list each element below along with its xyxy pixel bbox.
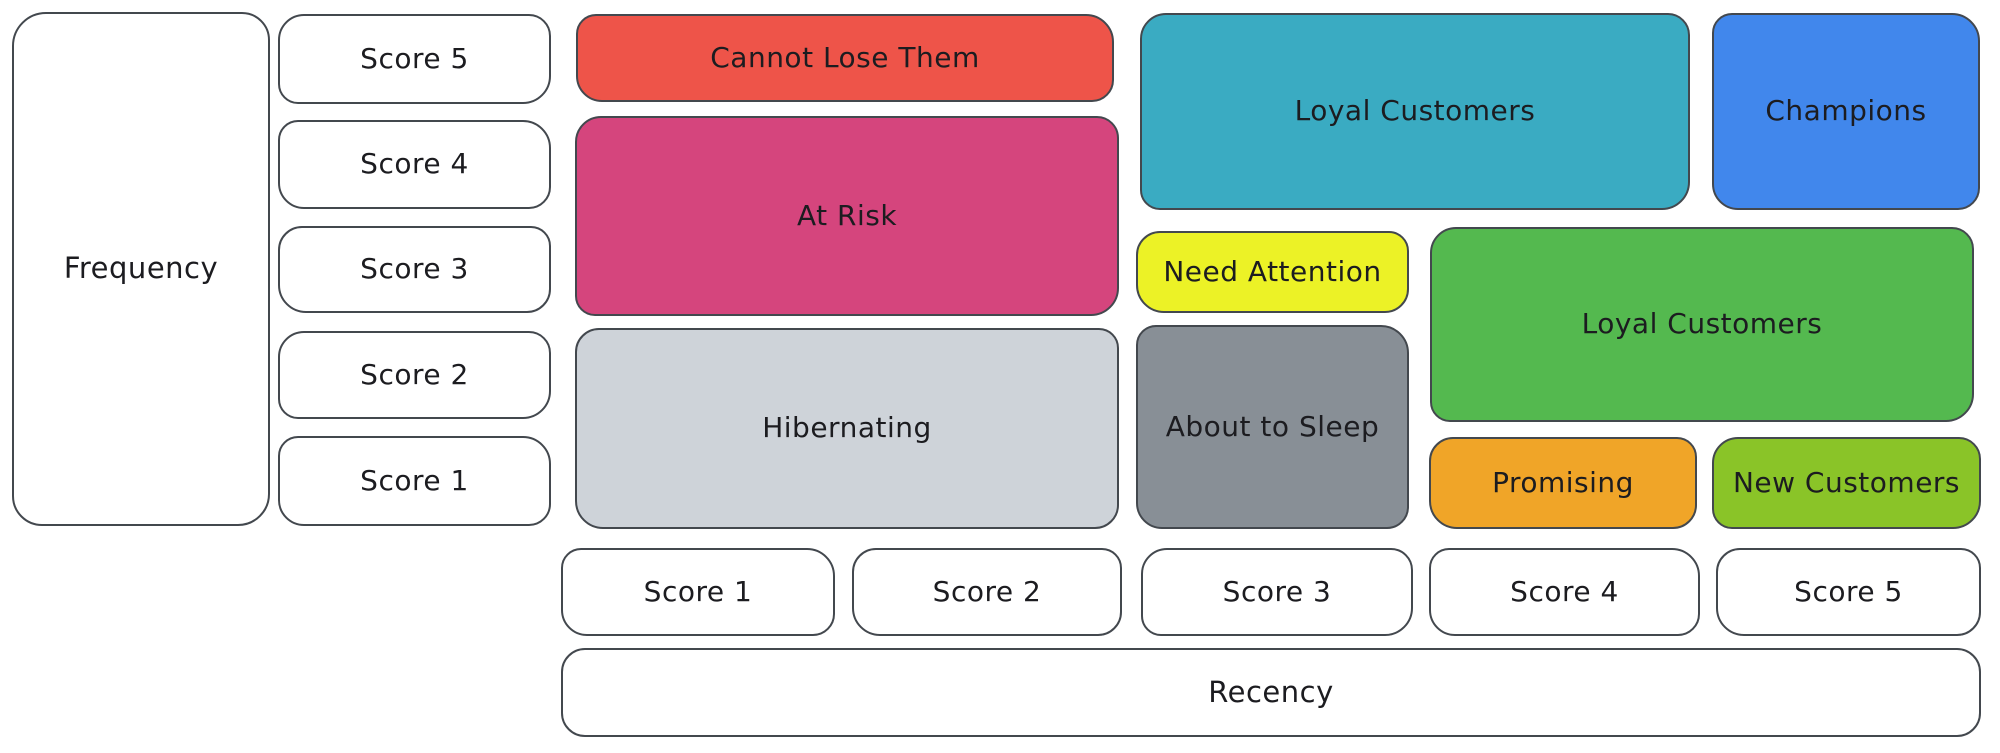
segment-cannot-lose-them: Cannot Lose Them xyxy=(576,14,1114,102)
frequency-score-1-label: Score 1 xyxy=(360,463,469,497)
segment-loyal-customers-lower: Loyal Customers xyxy=(1430,227,1974,422)
recency-score-5: Score 5 xyxy=(1716,548,1981,636)
segment-at-risk-label: At Risk xyxy=(796,198,898,232)
segment-about-to-sleep: About to Sleep xyxy=(1136,325,1409,529)
frequency-axis-label: Frequency xyxy=(63,251,219,286)
recency-score-2-label: Score 2 xyxy=(932,574,1042,608)
segment-hibernating-label: Hibernating xyxy=(762,411,932,445)
recency-axis-label-box: Recency xyxy=(561,648,1981,737)
frequency-score-1: Score 1 xyxy=(278,436,551,526)
segment-need-attention-label: Need Attention xyxy=(1163,254,1382,288)
recency-score-3: Score 3 xyxy=(1141,548,1413,636)
recency-score-5-label: Score 5 xyxy=(1794,574,1903,608)
frequency-score-5-label: Score 5 xyxy=(360,41,469,75)
segment-about-to-sleep-label: About to Sleep xyxy=(1165,409,1380,443)
recency-score-2: Score 2 xyxy=(852,548,1122,636)
recency-score-4-label: Score 4 xyxy=(1510,574,1619,608)
segment-loyal-customers-upper-label: Loyal Customers xyxy=(1294,94,1536,128)
segment-new-customers-label: New Customers xyxy=(1732,465,1961,499)
segment-promising: Promising xyxy=(1429,437,1697,529)
frequency-score-4-label: Score 4 xyxy=(360,147,469,181)
frequency-score-4: Score 4 xyxy=(278,120,551,209)
segment-loyal-customers-lower-label: Loyal Customers xyxy=(1581,307,1823,341)
segment-at-risk: At Risk xyxy=(575,116,1119,316)
frequency-score-3: Score 3 xyxy=(278,226,551,313)
segment-cannot-lose-them-label: Cannot Lose Them xyxy=(710,40,980,74)
frequency-score-3-label: Score 3 xyxy=(360,252,469,286)
recency-score-3-label: Score 3 xyxy=(1222,574,1332,608)
frequency-score-2-label: Score 2 xyxy=(360,357,469,391)
segment-loyal-customers-upper: Loyal Customers xyxy=(1140,13,1690,210)
segment-champions: Champions xyxy=(1712,13,1980,210)
segment-hibernating: Hibernating xyxy=(575,328,1119,529)
recency-axis-label: Recency xyxy=(1208,674,1334,709)
recency-score-1: Score 1 xyxy=(561,548,835,636)
frequency-score-2: Score 2 xyxy=(278,331,551,419)
recency-score-1-label: Score 1 xyxy=(643,574,753,608)
recency-score-4: Score 4 xyxy=(1429,548,1700,636)
segment-champions-label: Champions xyxy=(1765,94,1927,128)
frequency-score-5: Score 5 xyxy=(278,14,551,104)
frequency-axis-label-box: Frequency xyxy=(12,12,270,526)
segment-need-attention: Need Attention xyxy=(1136,231,1409,313)
segment-new-customers: New Customers xyxy=(1712,437,1981,529)
segment-promising-label: Promising xyxy=(1492,465,1634,499)
